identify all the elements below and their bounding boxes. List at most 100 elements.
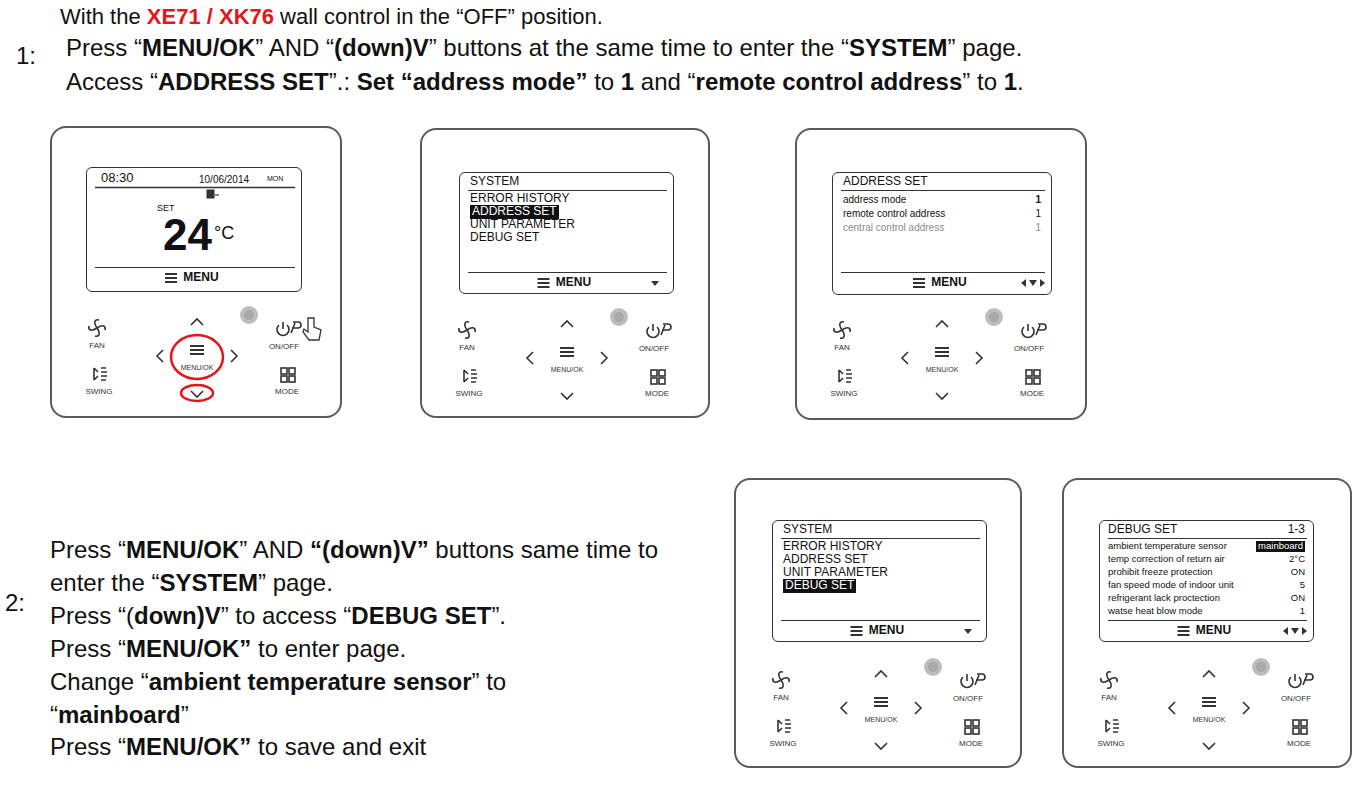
screen-text: 10/06/2014: [199, 174, 249, 186]
button-label: ON/OFF: [269, 342, 299, 351]
screen-text: 1: [1035, 208, 1041, 220]
instruction-text: Press “: [50, 536, 126, 563]
button-label: ON/OFF: [639, 344, 669, 353]
instruction-text: ” to: [472, 668, 507, 695]
instruction-text: .: [1017, 68, 1024, 95]
button-label: FAN: [89, 341, 105, 350]
lcd-screen: SYSTEMERROR HISTORYADDRESS SETUNIT PARAM…: [772, 520, 987, 642]
screen-text: 1: [1035, 222, 1041, 234]
screen-text: MENU: [556, 276, 591, 290]
lcd-screen: 08:3010/06/2014MONSET24°CMENU: [86, 167, 302, 292]
screen-text: DEBUG SET: [1108, 523, 1177, 537]
wall-controller: FANMENU/OKON/OFFSWINGMODEADDRESS SETaddr…: [795, 128, 1087, 420]
button-label: MODE: [1287, 739, 1311, 748]
instruction-line: 2:: [5, 589, 25, 618]
instruction-line: Access “ADDRESS SET”.: Set “address mode…: [66, 68, 1024, 97]
instruction-text: MENU/OK”: [126, 635, 251, 662]
instruction-text: ”: [181, 701, 189, 728]
button-label: MODE: [1020, 389, 1044, 398]
instruction-text: MENU/OK: [142, 34, 255, 61]
instruction-text: ” buttons at the same time to enter the …: [429, 34, 849, 61]
instruction-text: down)V: [134, 602, 221, 629]
instruction-text: Press “: [50, 635, 126, 662]
button-label: FAN: [459, 343, 475, 352]
wall-controller: FANMENU/OKON/OFFSWINGMODESYSTEMERROR HIS…: [734, 478, 1022, 768]
button-label: SWING: [455, 389, 482, 398]
button-label: MODE: [275, 387, 299, 396]
screen-text: MENU: [869, 624, 904, 638]
button-label: MENU/OK: [1193, 716, 1226, 724]
button-label: SWING: [769, 739, 796, 748]
instruction-text: MENU/OK: [126, 536, 239, 563]
instruction-text: buttons same time to: [429, 536, 658, 563]
screen-text: DEBUG SET: [783, 579, 856, 593]
button-label: MENU/OK: [865, 716, 898, 724]
button-label: FAN: [834, 343, 850, 352]
instruction-text: 1: [1004, 68, 1017, 95]
screen-text: ERROR HISTORY: [783, 540, 883, 554]
instruction-line: Press “(down)V” to access “DEBUG SET”.: [50, 602, 506, 631]
button-label: ON/OFF: [1014, 344, 1044, 353]
instruction-text: Set “address mode”: [357, 68, 588, 95]
screen-text: DEBUG SET: [470, 231, 539, 245]
screen-text: temp correction of return air: [1108, 554, 1225, 565]
instruction-text: ambient temperature sensor: [149, 668, 472, 695]
screen-text: 1: [1300, 606, 1305, 617]
screen-text: MENU: [1196, 624, 1231, 638]
instruction-text: SYSTEM: [159, 569, 258, 596]
instruction-text: ” page.: [258, 569, 333, 596]
screen-text: 24: [163, 213, 212, 257]
instruction-text: Press “: [66, 34, 142, 61]
instruction-text: With the: [60, 4, 147, 29]
screen-text: ADDRESS SET: [843, 175, 928, 189]
instruction-text: Access “: [66, 68, 158, 95]
instruction-text: XE71 / XK76: [147, 4, 274, 29]
button-label: MENU/OK: [181, 364, 214, 372]
instruction-text: (down)V: [334, 34, 429, 61]
wall-controller: FANMENU/OKON/OFFSWINGMODEDEBUG SET1-3amb…: [1062, 478, 1352, 768]
instruction-text: ” to access “: [221, 602, 352, 629]
lcd-screen: DEBUG SET1-3ambient temperature sensorma…: [1099, 520, 1314, 642]
screen-text: ambient temperature sensor: [1108, 541, 1227, 552]
instruction-line: “mainboard”: [50, 701, 189, 730]
instruction-text: ” AND “: [255, 34, 334, 61]
screen-text: MON: [267, 175, 283, 183]
screen-text: °C: [214, 223, 234, 244]
instruction-text: ” to: [962, 68, 1003, 95]
instruction-text: Press “: [50, 733, 126, 760]
instruction-text: ADDRESS SET: [158, 68, 329, 95]
screen-text: SET: [157, 203, 175, 213]
instruction-text: Change “: [50, 668, 149, 695]
instruction-line: Change “ambient temperature sensor” to: [50, 668, 506, 697]
instruction-text: and “: [634, 68, 695, 95]
button-label: MENU/OK: [551, 366, 584, 374]
instruction-text: mainboard: [58, 701, 181, 728]
instruction-text: 1: [621, 68, 634, 95]
instruction-text: SYSTEM: [849, 34, 948, 61]
screen-text: 5: [1300, 580, 1305, 591]
screen-text: ADDRESS SET: [783, 553, 868, 567]
button-label: SWING: [85, 387, 112, 396]
instruction-text: remote control address: [696, 68, 963, 95]
instruction-text: MENU/OK”: [126, 733, 251, 760]
screen-text: ADDRESS SET: [470, 205, 559, 219]
instruction-text: DEBUG SET: [351, 602, 491, 629]
button-label: FAN: [773, 693, 789, 702]
instruction-text: to: [587, 68, 620, 95]
instruction-text: ” AND: [239, 536, 310, 563]
button-label: SWING: [1097, 739, 1124, 748]
instruction-line: Press “MENU/OK” AND “(down)V” buttons at…: [66, 34, 1022, 63]
screen-text: refrigerant lack proctection: [1108, 593, 1220, 604]
instruction-line: 1:: [16, 42, 36, 71]
button-label: FAN: [1101, 693, 1117, 702]
lcd-screen: SYSTEMERROR HISTORYADDRESS SETUNIT PARAM…: [459, 172, 674, 294]
instruction-line: Press “MENU/OK” to save and exit: [50, 733, 426, 762]
step-number: 2:: [5, 589, 25, 616]
screen-text: 2°C: [1289, 554, 1305, 565]
wall-controller: FANMENU/OKON/OFFSWINGMODESYSTEMERROR HIS…: [420, 128, 710, 418]
screen-text: central control address: [843, 222, 944, 234]
screen-text: remote control address: [843, 208, 945, 220]
screen-text: 08:30: [101, 171, 134, 186]
instruction-text: “(down)V”: [310, 536, 429, 563]
instruction-line: Press “MENU/OK” AND “(down)V” buttons sa…: [50, 536, 658, 565]
